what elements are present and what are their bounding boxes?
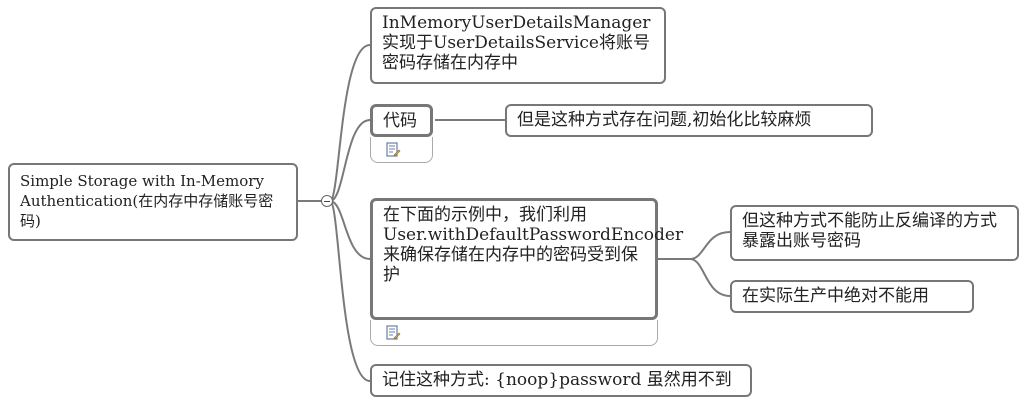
note-attachment-example[interactable] (370, 320, 658, 346)
edge-example-child-2 (689, 258, 731, 297)
edge-branch-4 (329, 200, 371, 382)
branch-node-code[interactable]: 代码 (370, 104, 433, 137)
note-attachment-code[interactable] (370, 137, 433, 163)
child-node-decompile-risk[interactable]: 但这种方式不能防止反编译的方式暴露出账号密码 (730, 205, 1019, 261)
branch-node-1[interactable]: InMemoryUserDetailsManager 实现于UserDetail… (370, 7, 666, 84)
collapse-toggle[interactable] (321, 195, 333, 207)
branch-node-noop[interactable]: 记住这种方式: {noop}password 虽然用不到 (370, 364, 752, 397)
note-icon (386, 325, 401, 340)
edge-branch-1 (329, 44, 371, 202)
edge-branch-3 (329, 200, 371, 260)
edge-branch-2 (329, 119, 371, 202)
branch-node-example[interactable]: 在下面的示例中，我们利用 User.withDefaultPasswordEnc… (370, 198, 683, 320)
child-node-code-issue[interactable]: 但是这种方式存在问题,初始化比较麻烦 (505, 104, 873, 137)
root-node[interactable]: Simple Storage with In-Memory Authentica… (8, 163, 298, 241)
note-icon (386, 142, 401, 157)
child-node-not-for-production[interactable]: 在实际生产中绝对不能用 (730, 280, 974, 313)
